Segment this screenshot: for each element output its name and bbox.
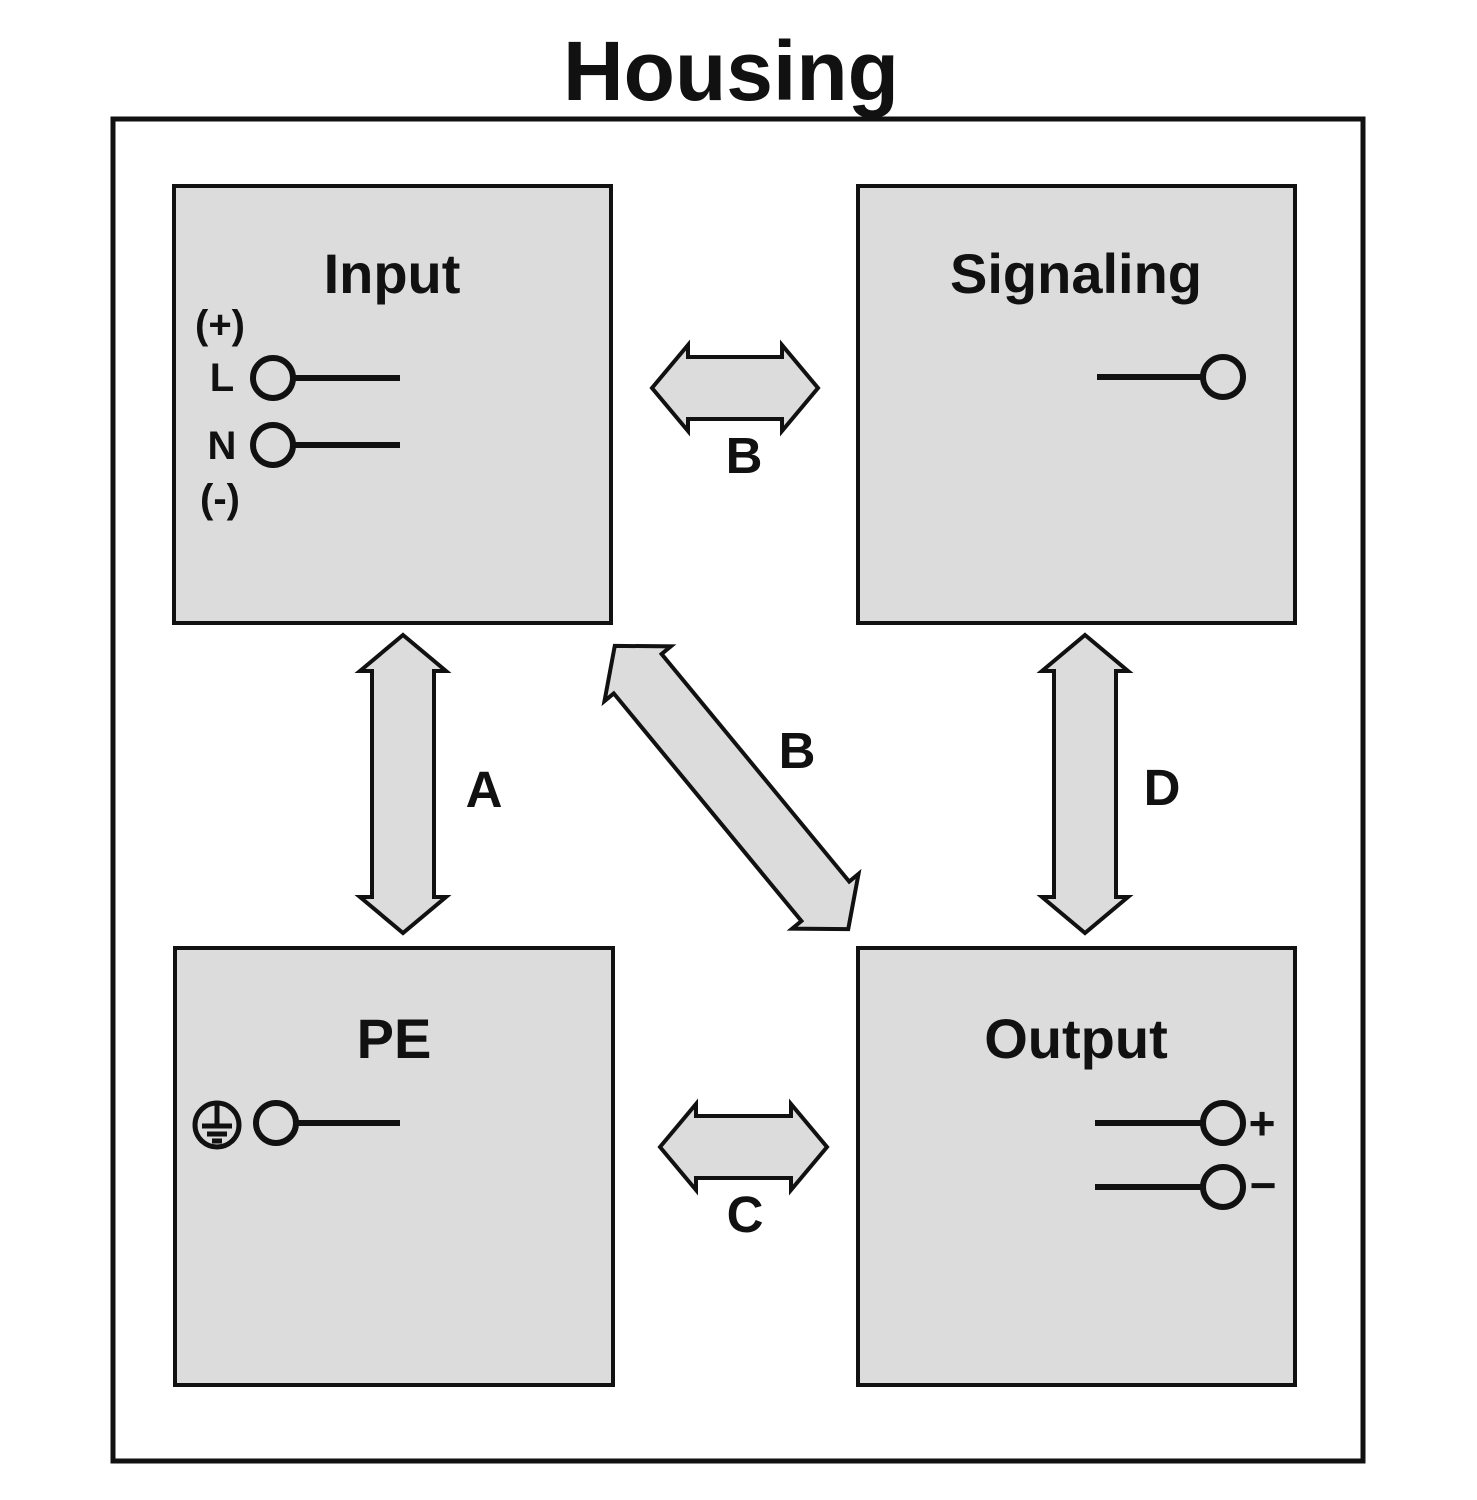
input-minus-label: (-) (200, 477, 240, 521)
pe-block: PE (173, 946, 615, 1387)
output-plus-label: + (1249, 1097, 1276, 1149)
arrow-d-signaling-output (1036, 632, 1134, 936)
input-box (172, 184, 613, 625)
output-title: Output (984, 1007, 1167, 1070)
arrow-c-label: C (727, 1186, 764, 1243)
arrow-b-input-output (601, 643, 862, 932)
output-minus-label: − (1250, 1159, 1277, 1211)
signaling-block: Signaling (856, 184, 1297, 625)
protective-earth-icon (192, 1100, 242, 1150)
arrow-b-input-signaling (649, 339, 821, 437)
pe-box (173, 946, 615, 1387)
arrow-b-diagonal-label: B (779, 722, 816, 779)
diagram-title: Housing (563, 24, 899, 118)
output-block: Output + − (856, 946, 1297, 1387)
output-minus-terminal-circle (1200, 1164, 1246, 1210)
input-plus-label: (+) (195, 303, 245, 347)
arrow-c-pe-output (657, 1098, 830, 1196)
signaling-terminal-circle (1200, 354, 1246, 400)
input-block: Input (+) L N (-) (172, 184, 613, 625)
input-title: Input (324, 242, 461, 305)
arrow-b-diagonal-shape (601, 643, 862, 932)
arrow-a-label: A (466, 761, 503, 818)
arrow-b-top-label: B (726, 427, 763, 484)
input-n-label: N (208, 424, 237, 468)
signaling-title: Signaling (950, 242, 1202, 305)
arrow-d-label: D (1144, 759, 1181, 816)
signaling-box (856, 184, 1297, 625)
pe-title: PE (357, 1007, 432, 1070)
output-plus-terminal-circle (1200, 1100, 1246, 1146)
arrow-a-input-pe (354, 632, 452, 936)
input-l-label: L (210, 356, 234, 400)
